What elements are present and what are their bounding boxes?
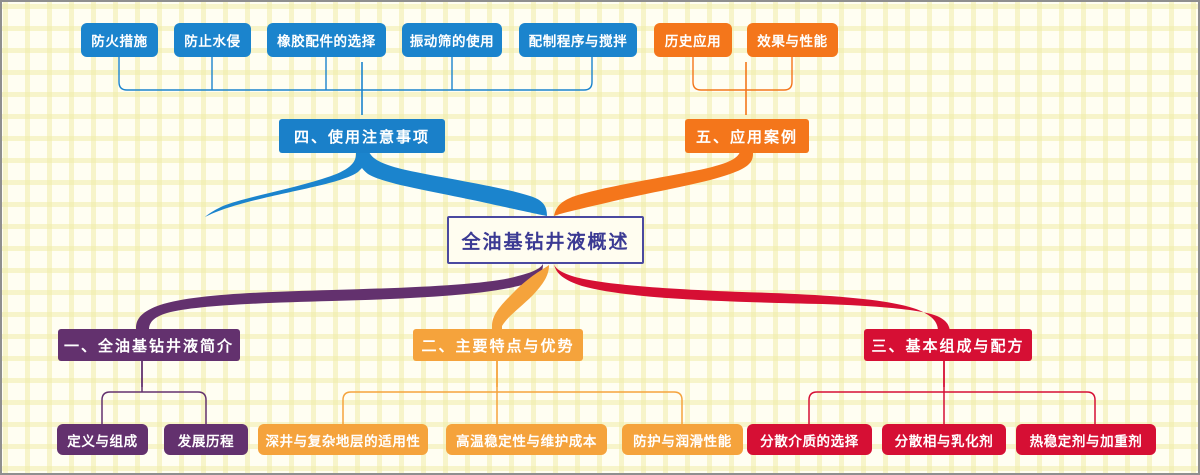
branch-node-5-label: 五、应用案例 xyxy=(695,128,798,146)
link-purple-rail xyxy=(101,391,207,424)
leaf-node-label: 防火措施 xyxy=(91,34,148,49)
branch-node-3[interactable]: 三、基本组成与配方 xyxy=(864,329,1032,361)
leaf-node-shaker-use[interactable]: 振动筛的使用 xyxy=(402,23,502,57)
leaf-node-label: 效果与性能 xyxy=(757,34,828,49)
root-node[interactable]: 全油基钻井液概述 xyxy=(447,216,644,264)
link-orange-mid-rail xyxy=(342,391,683,424)
trunk-purple xyxy=(136,264,543,335)
leaf-node-label: 高温稳定性与维护成本 xyxy=(456,433,597,449)
link-blue-rail xyxy=(118,57,593,91)
branch-node-1[interactable]: 一、全油基钻井液简介 xyxy=(58,329,240,361)
trunk-orange-top xyxy=(554,148,753,216)
link-crimson-rail xyxy=(808,391,1096,424)
branch-node-4[interactable]: 四、使用注意事项 xyxy=(279,119,445,153)
root-node-label: 全油基钻井液概述 xyxy=(461,231,630,253)
leaf-node-label: 分散介质的选择 xyxy=(760,433,859,449)
leaf-node-definition-composition[interactable]: 定义与组成 xyxy=(57,424,148,455)
leaf-node-label: 定义与组成 xyxy=(67,433,138,449)
branch-node-5[interactable]: 五、应用案例 xyxy=(685,119,809,153)
branch-node-2[interactable]: 二、主要特点与优势 xyxy=(413,329,583,361)
leaf-node-label: 发展历程 xyxy=(177,433,235,449)
branch-node-4-label: 四、使用注意事项 xyxy=(293,128,430,146)
leaf-node-dispersion-medium[interactable]: 分散介质的选择 xyxy=(747,424,872,455)
leaf-node-water-intrusion[interactable]: 防止水侵 xyxy=(174,23,251,57)
trunk-blue-shape xyxy=(205,148,547,217)
link-orange-rail xyxy=(692,57,793,91)
leaf-node-label: 振动筛的使用 xyxy=(409,34,495,49)
leaf-node-label: 防护与润滑性能 xyxy=(633,433,732,449)
leaf-node-label: 深井与复杂地层的适用性 xyxy=(265,433,421,449)
leaf-node-protection-lubrication[interactable]: 防护与润滑性能 xyxy=(622,424,743,455)
leaf-node-label: 橡胶配件的选择 xyxy=(277,34,376,49)
trunk-crimson xyxy=(554,264,950,338)
branch-node-1-label: 一、全油基钻井液简介 xyxy=(63,337,234,355)
leaf-node-rubber-parts[interactable]: 橡胶配件的选择 xyxy=(267,23,386,57)
leaf-node-deep-well-adaptability[interactable]: 深井与复杂地层的适用性 xyxy=(258,424,428,455)
branch-node-2-label: 二、主要特点与优势 xyxy=(421,337,575,355)
leaf-node-label: 历史应用 xyxy=(664,34,722,49)
leaf-node-effect-performance[interactable]: 效果与性能 xyxy=(747,23,838,57)
leaf-node-development-history[interactable]: 发展历程 xyxy=(164,424,248,455)
leaf-node-stabilizer-weighting-agent[interactable]: 热稳定剂与加重剂 xyxy=(1016,424,1156,455)
branch-node-3-label: 三、基本组成与配方 xyxy=(871,337,1025,355)
leaf-node-label: 分散相与乳化剂 xyxy=(894,433,994,449)
leaf-node-dispersed-phase-emulsifier[interactable]: 分散相与乳化剂 xyxy=(882,424,1006,455)
leaf-node-label: 热稳定剂与加重剂 xyxy=(1029,433,1143,449)
leaf-node-fire-prevention[interactable]: 防火措施 xyxy=(81,23,158,57)
leaf-node-label: 配制程序与搅拌 xyxy=(528,34,628,49)
leaf-node-label: 防止水侵 xyxy=(184,34,241,49)
leaf-node-thermal-stability-cost[interactable]: 高温稳定性与维护成本 xyxy=(446,424,607,455)
leaf-node-mixing-procedure[interactable]: 配制程序与搅拌 xyxy=(519,23,637,57)
trunk-orange-mid xyxy=(492,265,549,335)
leaf-node-historical-application[interactable]: 历史应用 xyxy=(654,23,732,57)
